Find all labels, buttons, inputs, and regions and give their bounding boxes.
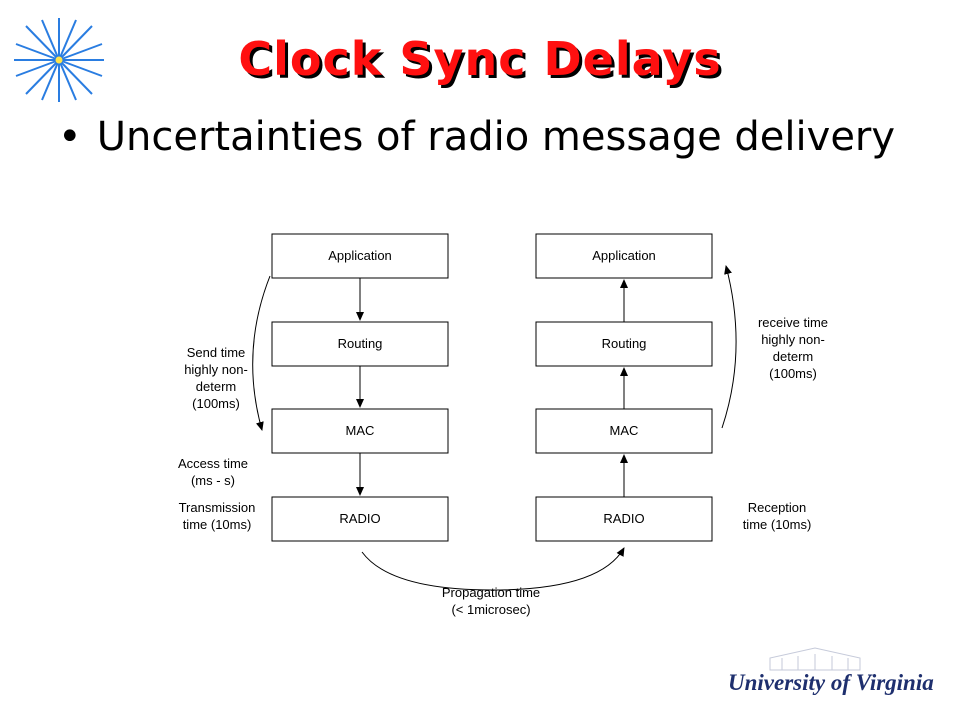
receive-time-line-2: highly non-: [761, 332, 825, 347]
bullet-item: • Uncertainties of radio message deliver…: [58, 114, 895, 160]
reception-time-line-1: Reception: [748, 500, 807, 515]
access-time-line-2: (ms - s): [191, 473, 235, 488]
slide-title: Clock Sync Delays: [238, 32, 722, 86]
send-time-line-4: (100ms): [192, 396, 240, 411]
receiver-application-box: [535, 233, 713, 279]
propagation-time-line-1: Propagation time: [442, 585, 540, 600]
sender-mac-box: [271, 408, 449, 454]
send-time-curve-arrow: [252, 275, 271, 431]
sender-application-label: Application: [328, 248, 392, 263]
propagation-curve-arrow: [361, 547, 625, 591]
receive-time-note: receive time highly non- determ (100ms): [758, 315, 828, 381]
star-logo-icon: [14, 18, 104, 102]
propagation-time-note: Propagation time (< 1microsec): [442, 585, 540, 617]
send-time-line-3: determ: [196, 379, 236, 394]
transmission-time-note: Transmission time (10ms): [179, 500, 256, 532]
transmission-time-line-1: Transmission: [179, 500, 256, 515]
access-time-note: Access time (ms - s): [178, 456, 248, 488]
university-logo: University of Virginia: [728, 670, 934, 695]
reception-time-note: Reception time (10ms): [743, 500, 812, 532]
sender-routing-box: [271, 321, 449, 367]
sender-stack: Application Routing MAC RADIO: [271, 233, 449, 542]
send-time-note: Send time highly non- determ (100ms): [184, 345, 248, 411]
access-time-line-1: Access time: [178, 456, 248, 471]
reception-time-line-2: time (10ms): [743, 517, 812, 532]
receiver-application-label: Application: [592, 248, 656, 263]
receiver-stack: Application Routing MAC RADIO: [535, 233, 713, 542]
bullet-text: Uncertainties of radio message delivery: [96, 114, 896, 160]
sender-radio-box: [271, 496, 449, 542]
receive-time-line-1: receive time: [758, 315, 828, 330]
send-time-line-2: highly non-: [184, 362, 248, 377]
bullet-symbol: •: [58, 114, 82, 160]
receiver-radio-label: RADIO: [603, 511, 644, 526]
sender-radio-label: RADIO: [339, 511, 380, 526]
receiver-mac-box: [535, 408, 713, 454]
receiver-mac-label: MAC: [610, 423, 639, 438]
transmission-time-line-2: time (10ms): [183, 517, 252, 532]
receiver-routing-box: [535, 321, 713, 367]
receive-time-curve-arrow: [721, 265, 737, 429]
receiver-routing-label: Routing: [602, 336, 647, 351]
receive-time-line-4: (100ms): [769, 366, 817, 381]
propagation-time-line-2: (< 1microsec): [451, 602, 530, 617]
sender-routing-label: Routing: [338, 336, 383, 351]
rotunda-watermark-icon: [769, 647, 861, 671]
send-time-line-1: Send time: [187, 345, 246, 360]
sender-mac-label: MAC: [346, 423, 375, 438]
receiver-radio-box: [535, 496, 713, 542]
receive-time-line-3: determ: [773, 349, 813, 364]
